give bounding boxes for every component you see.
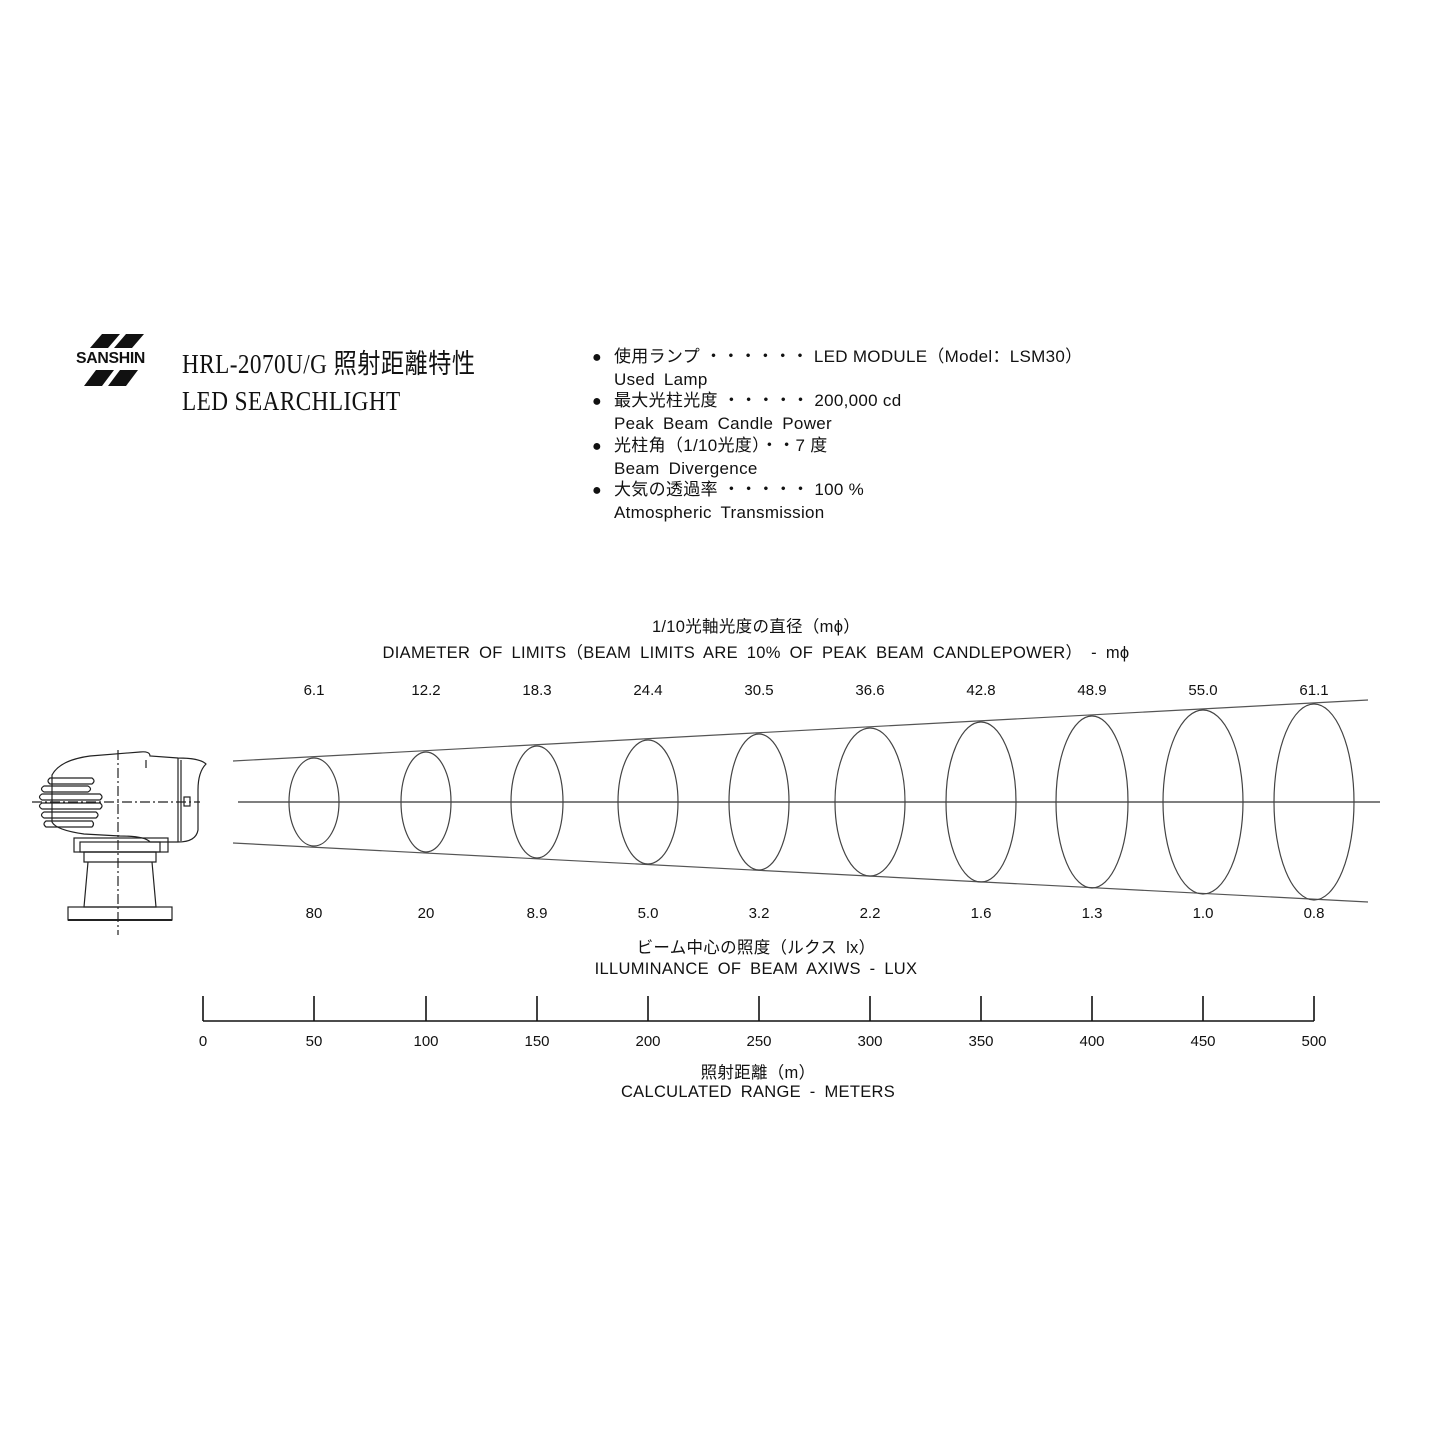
range-scale (202, 996, 1315, 1022)
beam-cross-sections (288, 703, 1355, 901)
diameter-value: 55.0 (1188, 682, 1218, 699)
range-tick-label: 450 (1190, 1033, 1216, 1050)
range-tick-label: 400 (1079, 1033, 1105, 1050)
illuminance-value: 5.0 (637, 905, 659, 922)
illuminance-value: 80 (305, 905, 323, 922)
beam-ellipse (1055, 715, 1129, 889)
illuminance-value: 0.8 (1303, 905, 1325, 922)
range-tick-label: 200 (635, 1033, 661, 1050)
spec-item-transmission: ●大気の透過率 ・・・・・ 100 % (592, 479, 1082, 502)
illuminance-value: 1.6 (970, 905, 992, 922)
spec-item-divergence-en: Beam Divergence (614, 458, 758, 478)
beam-ellipse (400, 751, 452, 853)
illuminance-value: 3.2 (748, 905, 770, 922)
spec-item-candlepower-en: Peak Beam Candle Power (614, 414, 832, 434)
spec-item-lamp: ●使用ランプ ・・・・・・ LED MODULE（Model：LSM30） (592, 346, 1082, 369)
diameter-value: 24.4 (633, 682, 663, 699)
range-tick-label: 350 (968, 1033, 994, 1050)
range-tick-label: 150 (524, 1033, 550, 1050)
beam-ellipse (834, 727, 906, 877)
bullet-icon: ● (592, 437, 602, 455)
spec-item-transmission-en: Atmospheric Transmission (614, 502, 825, 522)
range-tick-label: 500 (1301, 1033, 1327, 1050)
diameter-header-en: DIAMETER OF LIMITS（BEAM LIMITS ARE 10% O… (382, 644, 1130, 662)
range-tick-label: 0 (198, 1033, 208, 1050)
illuminance-value: 1.0 (1192, 905, 1214, 922)
diameter-value: 48.9 (1077, 682, 1107, 699)
beam-upper-limit-line (232, 699, 1369, 762)
diameter-value: 6.1 (303, 682, 325, 699)
beam-lower-limit-line (232, 842, 1369, 903)
illuminance-header-en: ILLUMINANCE OF BEAM AXIWS - LUX (594, 960, 918, 978)
range-tick-label: 50 (305, 1033, 323, 1050)
spec-item-candlepower: ●最大光柱光度 ・・・・・ 200,000 cd (592, 390, 1082, 413)
spec-list: ●使用ランプ ・・・・・・ LED MODULE（Model：LSM30） Us… (592, 346, 1082, 524)
range-tick-label: 250 (746, 1033, 772, 1050)
illuminance-value: 1.3 (1081, 905, 1103, 922)
bullet-icon: ● (592, 393, 602, 411)
spec-item-lamp-en: Used Lamp (614, 369, 708, 389)
diameter-header-jp: 1/10光軸光度の直径（mϕ） (651, 618, 861, 636)
beam-ellipse (1162, 709, 1244, 895)
illuminance-value: 20 (417, 905, 435, 922)
diameter-value: 30.5 (744, 682, 774, 699)
illuminance-header-jp: ビーム中心の照度（ルクス lx） (636, 939, 876, 957)
page-subtitle: LED SEARCHLIGHT (182, 386, 401, 416)
range-header-en: CALCULATED RANGE - METERS (620, 1083, 896, 1101)
beam-ellipse (288, 757, 340, 847)
beam-ellipse (617, 739, 679, 865)
sanshin-logo: SANSHIN (74, 334, 174, 390)
beam-ellipse (945, 721, 1017, 883)
bullet-icon: ● (592, 349, 602, 366)
diameter-value: 36.6 (855, 682, 885, 699)
beam-ellipse (510, 745, 564, 859)
diameter-value: 18.3 (522, 682, 552, 699)
beam-ellipse (728, 733, 790, 871)
searchlight-side-view-icon (38, 751, 207, 921)
bullet-icon: ● (592, 482, 602, 500)
beam-ellipse (1273, 703, 1355, 901)
diameter-value: 42.8 (966, 682, 996, 699)
diameter-value: 61.1 (1299, 682, 1329, 699)
diameter-value: 12.2 (411, 682, 441, 699)
page-title: HRL-2070U/G 照射距離特性 (182, 349, 476, 379)
range-tick-label: 100 (413, 1033, 439, 1050)
illuminance-value: 2.2 (859, 905, 881, 922)
logo-text: SANSHIN (76, 350, 146, 367)
range-header-jp: 照射距離（m） (700, 1064, 816, 1082)
sanshin-parallelogram-logo-icon (84, 334, 144, 386)
illuminance-value: 8.9 (526, 905, 548, 922)
spec-item-divergence: ●光柱角（1/10光度）・・7 度 (592, 435, 1082, 458)
range-tick-label: 300 (857, 1033, 883, 1050)
